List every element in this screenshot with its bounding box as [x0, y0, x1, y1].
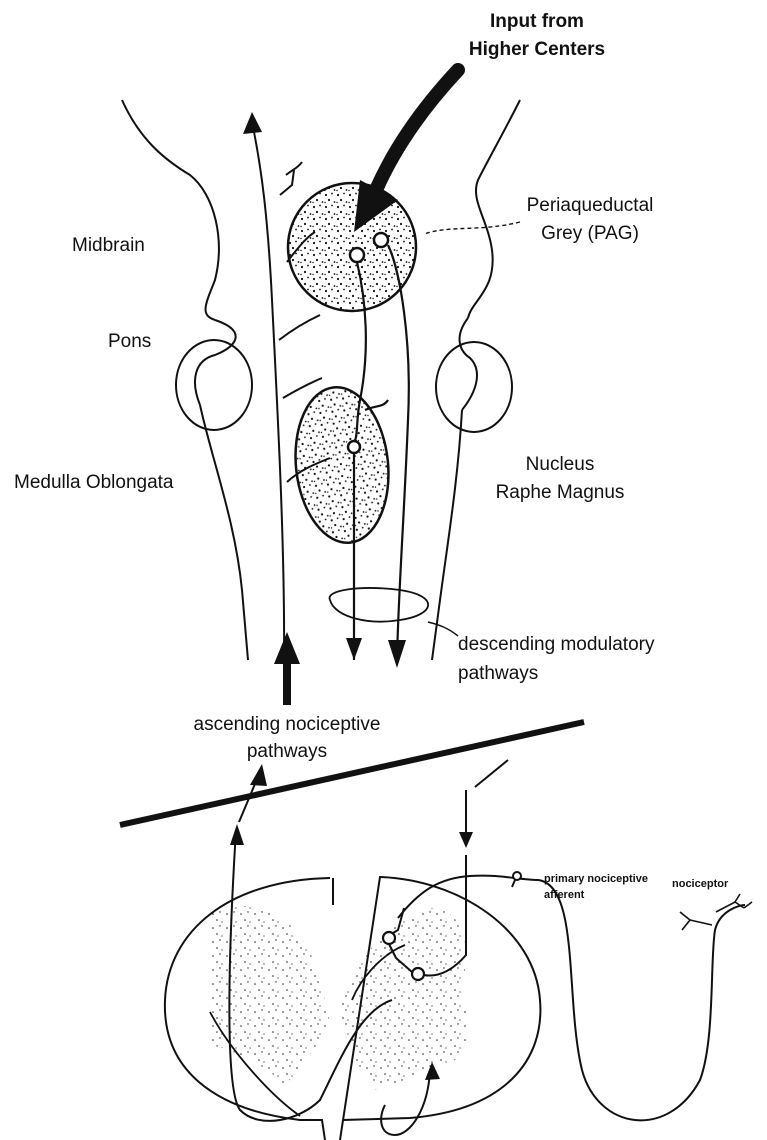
- cord-ascending-arrowhead: [230, 824, 244, 845]
- descending-arrowhead-2: [388, 640, 406, 668]
- midbrain-label: Midbrain: [72, 235, 145, 256]
- spinal-cord-section-line: [120, 722, 584, 825]
- afferent-label-line2: afferent: [544, 889, 585, 901]
- afferent-label-line1: primary nociceptive: [544, 873, 648, 885]
- nrm-nucleus: [288, 383, 396, 548]
- pag-label-line2: Grey (PAG): [541, 223, 639, 244]
- afferent-ganglion: [513, 872, 521, 880]
- left-pons-lobe: [176, 340, 252, 430]
- ascending-label-line1: ascending nociceptive: [194, 714, 381, 735]
- right-pons-lobe: [436, 342, 512, 432]
- input-label-line2: Higher Centers: [469, 39, 605, 60]
- brainstem-outline: [122, 100, 520, 660]
- dorsal-horn-neuron-1: [383, 932, 395, 944]
- grey-matter-left: [208, 906, 330, 1085]
- nrm-neuron: [348, 441, 360, 453]
- descending-label-line2: pathways: [458, 663, 538, 684]
- nociceptor-label: nociceptor: [672, 878, 729, 890]
- nrm-label-line1: Nucleus: [526, 454, 595, 475]
- grey-matter-right: [340, 908, 467, 1090]
- afferent-ganglion-stalk: [512, 880, 515, 887]
- medulla-label: Medulla Oblongata: [14, 472, 174, 493]
- higher-centers-arrow-shaft: [376, 70, 458, 190]
- ascending-tract-arrowhead: [243, 112, 262, 134]
- input-label-line1: Input from: [490, 11, 584, 32]
- nrm-label-line2: Raphe Magnus: [496, 482, 625, 503]
- descending-label-loop: [330, 588, 429, 622]
- dorsal-horn-neuron-2: [412, 968, 424, 980]
- pag-nucleus: [288, 183, 416, 311]
- pag-neuron-1: [350, 248, 364, 262]
- pag-neuron-2: [374, 233, 388, 247]
- pag-label-line1: Periaqueductal: [527, 195, 654, 216]
- pons-label: Pons: [108, 331, 151, 352]
- ascending-bold-shaft: [283, 660, 291, 705]
- ascending-label-line2: pathways: [247, 741, 327, 762]
- descending-to-cord-arrowhead: [459, 832, 473, 848]
- ascending-bold-arrowhead: [274, 632, 300, 664]
- ascending-to-label-arrowhead: [250, 764, 267, 786]
- descending-label-leader: [428, 622, 458, 636]
- section-crossing-arrows: [239, 760, 508, 840]
- pag-leader: [424, 222, 520, 234]
- descending-label-line1: descending modulatory: [458, 634, 655, 655]
- descending-arrowhead-1: [346, 638, 362, 660]
